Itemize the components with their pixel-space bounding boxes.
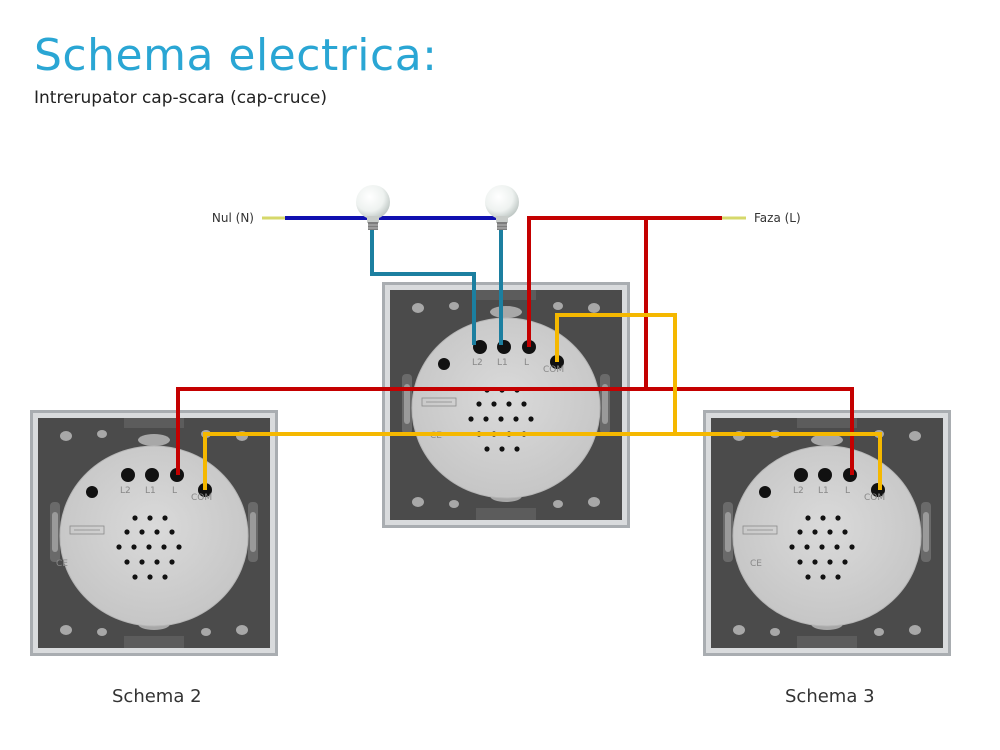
- svg-text:L1: L1: [145, 486, 156, 496]
- svg-text:L1: L1: [818, 486, 829, 496]
- terminal-labels-right: L2 L1 L COM CE: [750, 486, 885, 569]
- caption-right: Schema 3: [785, 686, 875, 707]
- svg-text:COM: COM: [191, 493, 212, 503]
- neutral-label: Nul (N): [212, 211, 254, 225]
- svg-text:COM: COM: [543, 365, 564, 375]
- terminal-labels-left: L2 L1 L COM CE: [56, 486, 212, 569]
- wire-traveler-top: [555, 313, 677, 432]
- svg-text:L2: L2: [793, 486, 804, 496]
- svg-text:L: L: [845, 486, 850, 496]
- switch-plate-right: [702, 409, 952, 657]
- svg-text:L2: L2: [472, 358, 483, 368]
- bulb-icon: [356, 185, 390, 230]
- switch-plate-center: [381, 281, 631, 529]
- svg-text:CE: CE: [750, 559, 762, 569]
- page-title: Schema electrica:: [34, 30, 438, 81]
- wire-phase-main: [527, 216, 722, 347]
- svg-text:COM: COM: [864, 493, 885, 503]
- svg-text:L: L: [172, 486, 177, 496]
- page-subtitle: Intrerupator cap-scara (cap-cruce): [34, 88, 327, 108]
- switch-plate-left: [29, 409, 279, 657]
- wire-traveler-cross: [203, 432, 882, 490]
- bulb-icon: [485, 185, 519, 230]
- svg-text:CE: CE: [56, 559, 68, 569]
- phase-label: Faza (L): [754, 211, 801, 225]
- caption-left: Schema 2: [112, 686, 202, 707]
- svg-text:L2: L2: [120, 486, 131, 496]
- svg-text:L: L: [524, 358, 529, 368]
- wire-lamp-1: [370, 230, 476, 345]
- svg-text:L1: L1: [497, 358, 508, 368]
